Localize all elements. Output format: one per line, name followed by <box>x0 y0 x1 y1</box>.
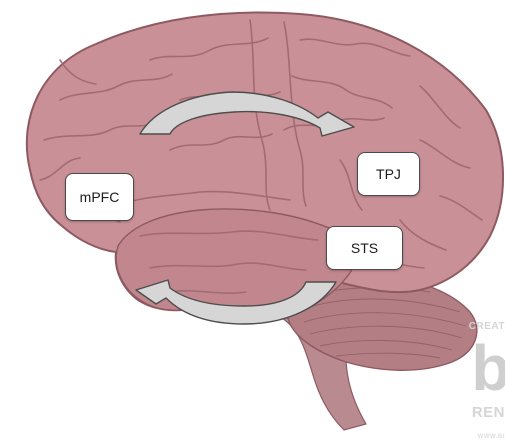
label-tpj: TPJ <box>357 152 420 196</box>
watermark-top: CREAT <box>469 321 505 332</box>
watermark-bottom: WWW.BI <box>478 434 505 440</box>
label-mpfc: mPFC <box>65 173 134 221</box>
label-sts: STS <box>326 226 403 270</box>
watermark-mid: REN <box>472 404 505 421</box>
watermark-letter: b <box>471 336 505 400</box>
